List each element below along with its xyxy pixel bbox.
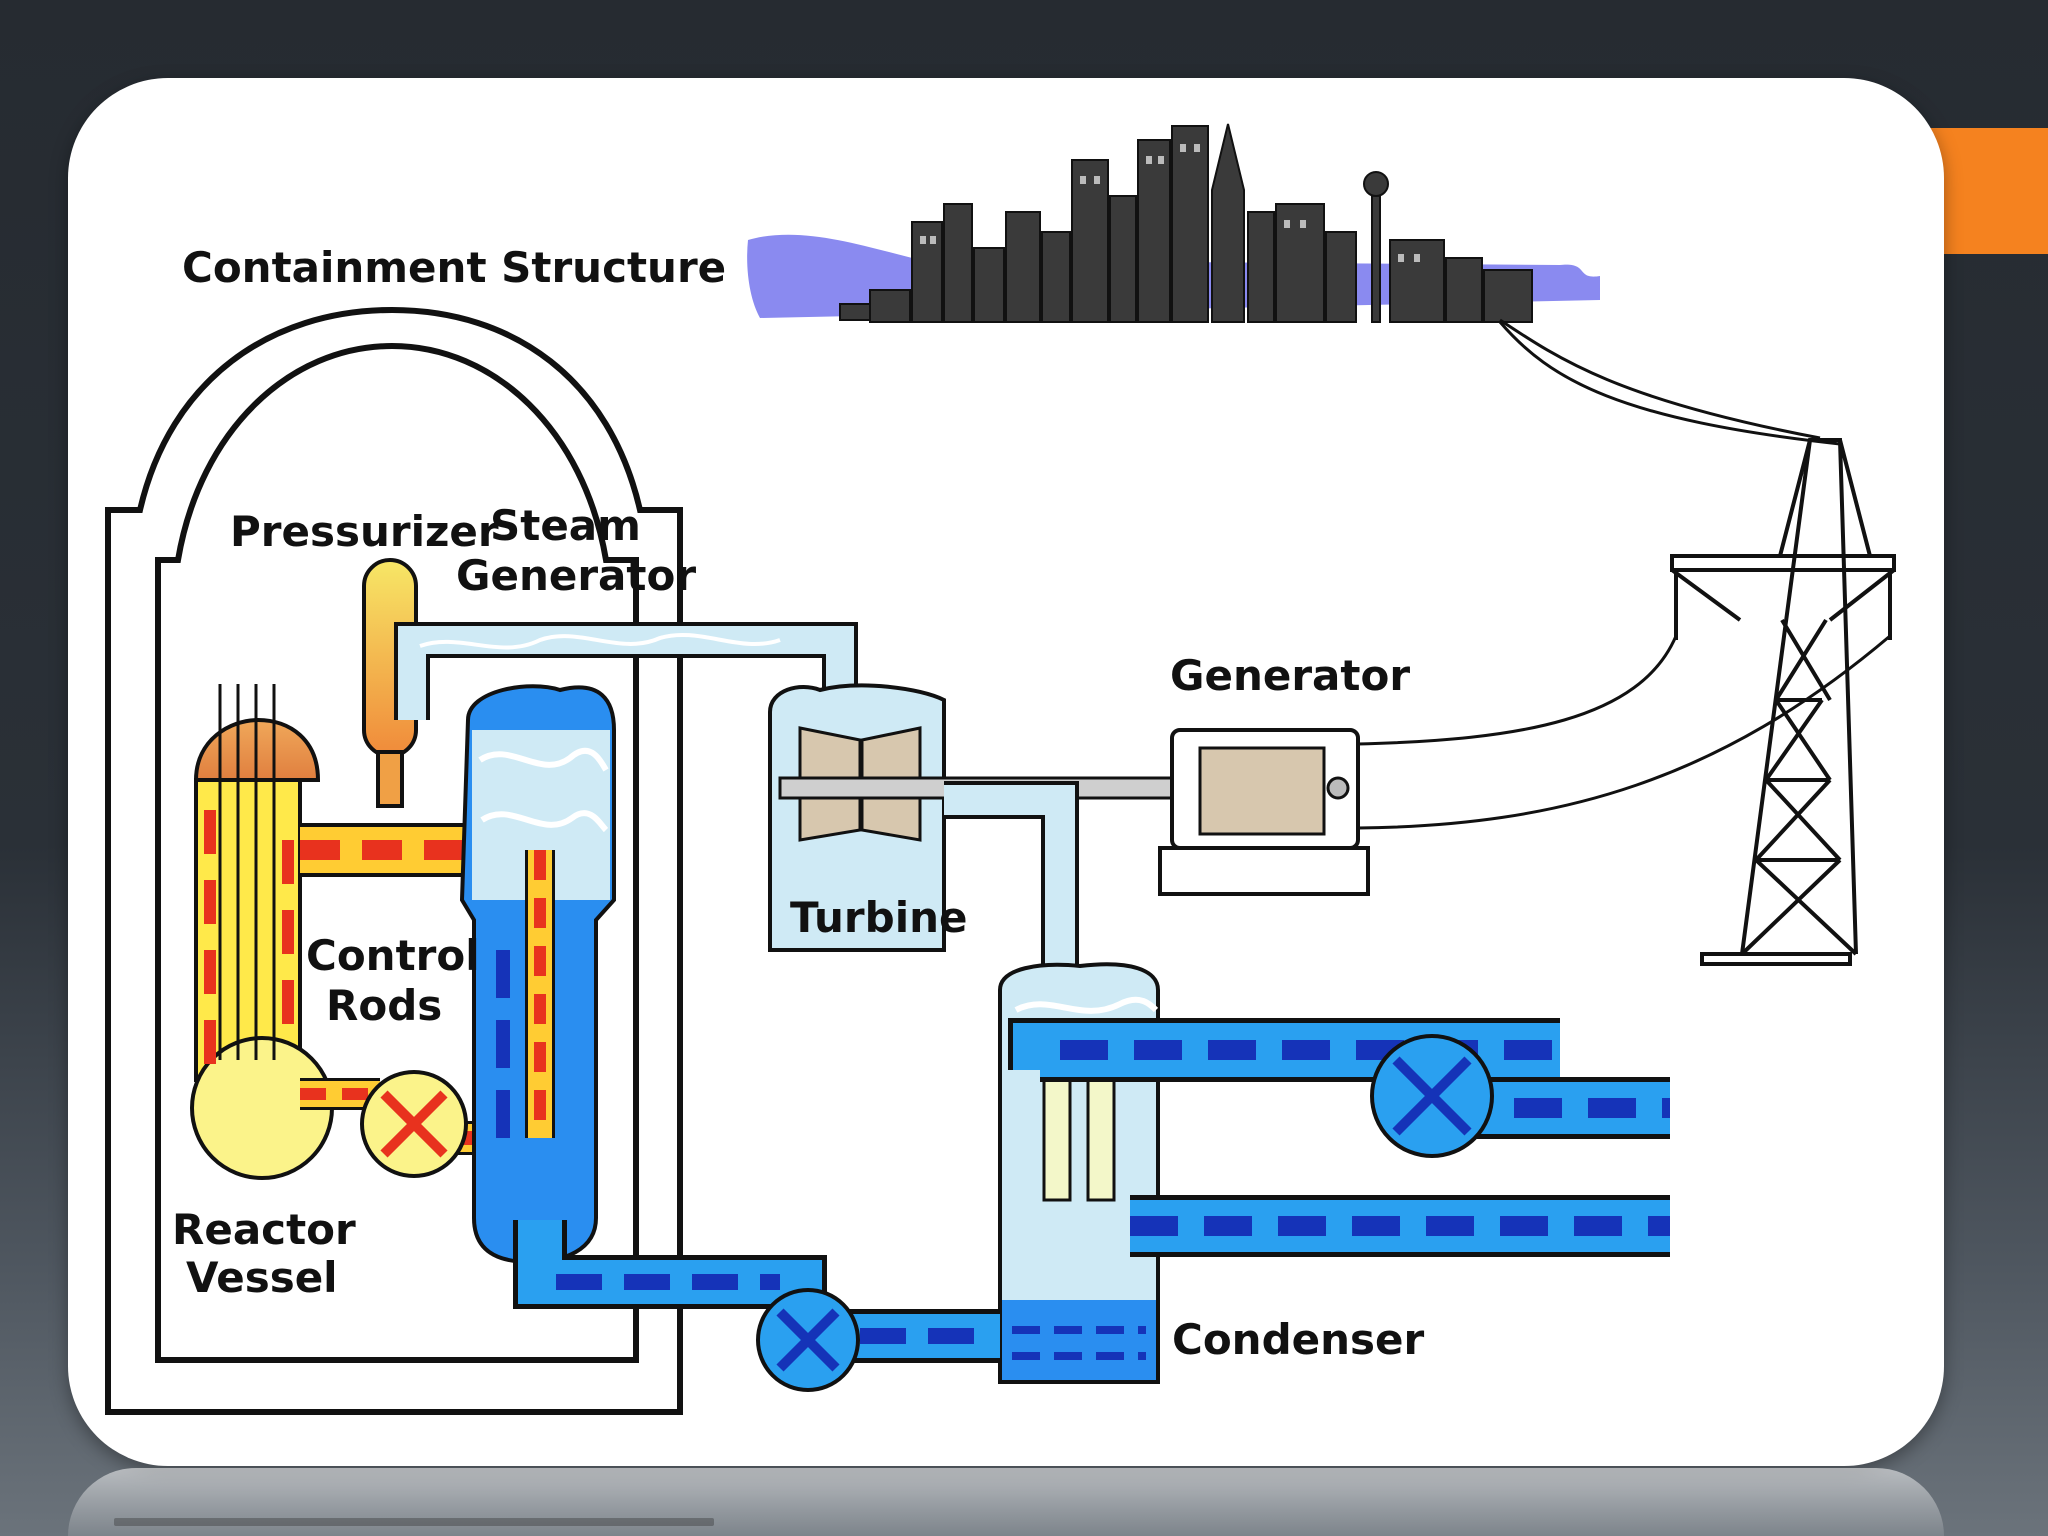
label-generator: Generator <box>1170 651 1410 700</box>
reactor-diagram: Containment Structure Pressurizer Steam … <box>105 123 1896 1415</box>
cooling-loop <box>1008 1018 1670 1257</box>
transmission-tower <box>1670 438 1896 966</box>
label-condenser: Condenser <box>1172 1315 1425 1364</box>
label-steam-generator-line2: Generator <box>456 551 696 600</box>
reflection-line <box>114 1518 714 1526</box>
accent-bar <box>1930 128 2048 254</box>
label-control-rods-line2: Rods <box>326 981 442 1030</box>
generator-wires <box>1357 634 1891 830</box>
label-reactor-vessel-line2: Vessel <box>186 1253 338 1302</box>
city-skyline <box>747 123 1600 323</box>
card-reflection <box>68 1468 1944 1536</box>
feedwater-loop <box>513 1220 1000 1392</box>
steam-generator <box>394 622 858 1265</box>
label-steam-generator-line1: Steam <box>490 501 641 550</box>
label-pressurizer: Pressurizer <box>230 507 499 556</box>
reactor-vessel <box>190 684 334 1180</box>
label-turbine: Turbine <box>790 893 968 942</box>
label-containment-structure: Containment Structure <box>182 243 726 292</box>
label-reactor-vessel-line1: Reactor <box>172 1205 356 1254</box>
power-lines-city <box>1498 318 1841 446</box>
turbine <box>768 683 1192 990</box>
diagram-card: Containment Structure Pressurizer Steam … <box>68 78 1944 1466</box>
containment-structure <box>105 306 683 1415</box>
generator <box>1158 728 1370 896</box>
label-control-rods-line1: Control <box>306 931 480 980</box>
